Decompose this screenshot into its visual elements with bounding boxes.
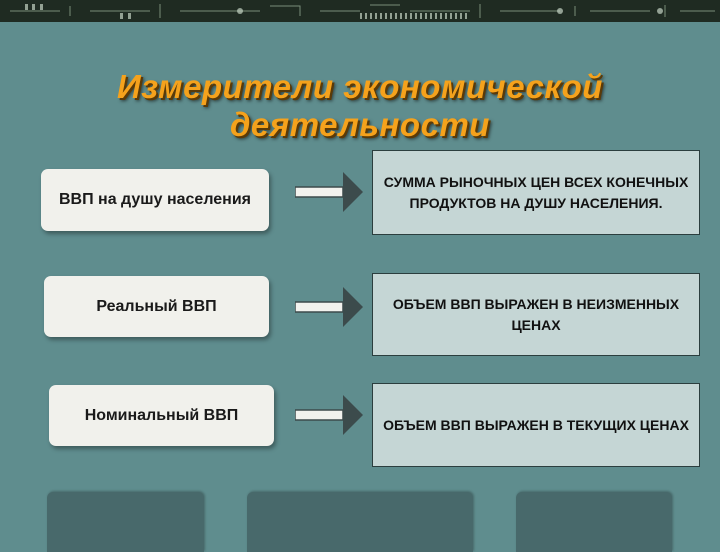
- circuit-pattern-icon: [10, 4, 715, 19]
- decorative-top-band: [0, 0, 720, 22]
- decorative-bottom-tab: [247, 492, 473, 552]
- right-arrow-icon: [295, 172, 363, 212]
- definition-text: ОБЪЕМ ВВП ВЫРАЖЕН В ТЕКУЩИХ ЦЕНАХ: [383, 416, 689, 433]
- term-box-nominal-gdp: Номинальный ВВП: [49, 385, 274, 446]
- definition-box-nominal-gdp: ОБЪЕМ ВВП ВЫРАЖЕН В ТЕКУЩИХ ЦЕНАХ: [372, 383, 700, 467]
- term-label: Номинальный ВВП: [84, 406, 239, 424]
- decorative-bottom-tab: [47, 492, 204, 552]
- definition-text: СУММА РЫНОЧНЫХ ЦЕН ВСЕХ КОНЕЧНЫХ ПРОДУКТ…: [383, 174, 689, 211]
- term-label: Реальный ВВП: [96, 297, 217, 315]
- right-arrow-icon: [295, 287, 363, 327]
- term-box-real-gdp: Реальный ВВП: [44, 276, 269, 337]
- definition-box-real-gdp: ОБЪЕМ ВВП ВЫРАЖЕН В НЕИЗМЕННЫХ ЦЕНАХ: [372, 273, 700, 356]
- slide-title: Измерители экономической деятельности: [117, 68, 603, 143]
- term-label: ВВП на душу населения: [58, 191, 252, 208]
- term-box-gdp-per-capita: ВВП на душу населения: [41, 169, 269, 231]
- definition-box-gdp-per-capita: СУММА РЫНОЧНЫХ ЦЕН ВСЕХ КОНЕЧНЫХ ПРОДУКТ…: [372, 150, 700, 235]
- decorative-bottom-tab: [516, 492, 672, 552]
- right-arrow-icon: [295, 395, 363, 435]
- definition-text: ОБЪЕМ ВВП ВЫРАЖЕН В НЕИЗМЕННЫХ ЦЕНАХ: [392, 296, 680, 333]
